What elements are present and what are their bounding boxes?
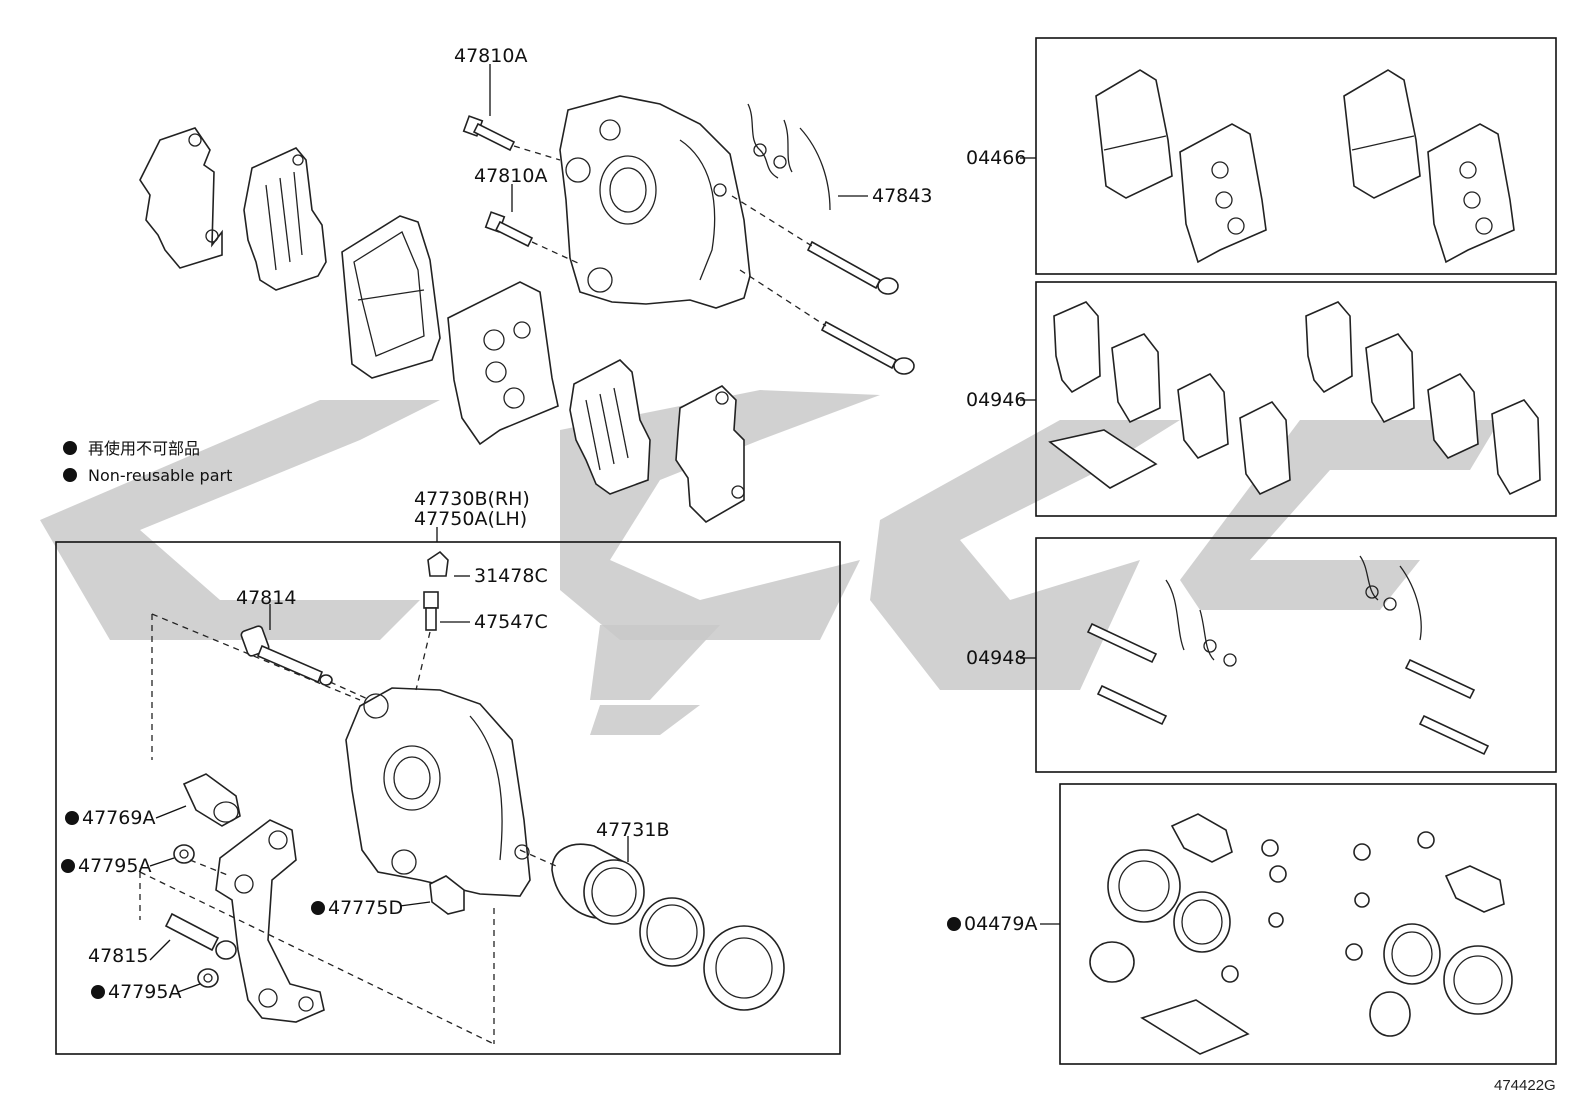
diagram-code: 474422G	[1494, 1077, 1556, 1094]
label-kit-04466: 04466	[966, 147, 1026, 169]
kit-04946-shims	[1048, 301, 1541, 496]
mounting-bracket	[215, 819, 325, 1023]
bullet-icon	[947, 917, 961, 931]
kit-04466-pads	[1095, 69, 1515, 264]
bolt-47810A-top	[462, 115, 516, 152]
label-47843: 47843	[872, 185, 932, 207]
bullet-icon	[311, 901, 325, 915]
bushing-47775D	[429, 875, 465, 915]
bleeder-cap-31478C	[427, 550, 449, 577]
label-47769A: 47769A	[82, 807, 155, 829]
callout-leaders	[149, 64, 1060, 993]
label-47750A: 47750A(LH)	[414, 508, 527, 530]
guide-pin-47815	[164, 912, 237, 960]
bullet-icon	[63, 441, 77, 455]
bolt-47810A-mid	[484, 211, 534, 248]
label-47731B: 47731B	[596, 819, 669, 841]
legend-en: Non-reusable part	[88, 466, 232, 485]
kit-04479A-seals	[1089, 813, 1513, 1055]
piston-seal	[639, 897, 705, 967]
bushing-47795A-top	[173, 844, 195, 864]
guide-pin-47814	[240, 625, 333, 686]
kit-box-04466	[1035, 37, 1557, 275]
upper-caliper-body	[559, 95, 751, 309]
bullet-icon	[61, 859, 75, 873]
label-47795A-bottom: 47795A	[108, 981, 181, 1003]
upper-pad-inner	[447, 281, 559, 446]
mid-shim-slotted	[569, 359, 651, 495]
legend-jp: 再使用不可部品	[88, 439, 200, 458]
boot-47769A	[182, 773, 241, 827]
bullet-icon	[63, 468, 77, 482]
legend: 再使用不可部品 Non-reusable part	[63, 439, 232, 485]
label-47810A-mid: 47810A	[474, 165, 547, 187]
pin-upper	[806, 240, 899, 295]
label-47795A-top: 47795A	[78, 855, 151, 877]
kit-box-04948	[1035, 537, 1557, 773]
kit-box-04479A	[1059, 783, 1557, 1065]
upper-shim-slotted	[243, 147, 327, 291]
label-47547C: 47547C	[474, 611, 548, 633]
label-47814: 47814	[236, 587, 296, 609]
piston-47731B	[551, 843, 645, 925]
label-47815: 47815	[88, 945, 148, 967]
kit-04948-pins	[1086, 555, 1490, 756]
label-kit-04946: 04946	[966, 389, 1026, 411]
label-47810A-top: 47810A	[454, 45, 527, 67]
bullet-icon	[65, 811, 79, 825]
spring-clip-47843	[747, 103, 831, 211]
pin-lower	[820, 320, 915, 375]
caliper-assembly-box	[55, 541, 841, 1055]
mid-shim-plain	[675, 385, 745, 524]
upper-shim-left	[139, 127, 223, 269]
dust-boot	[703, 925, 785, 1011]
label-kit-04948: 04948	[966, 647, 1026, 669]
label-kit-04479A: 04479A	[964, 913, 1037, 935]
label-47730B: 47730B(RH)	[414, 488, 530, 510]
bushing-47795A-bottom	[197, 968, 219, 988]
bleeder-screw-47547C	[423, 591, 439, 631]
label-31478C: 31478C	[474, 565, 548, 587]
lower-caliper-body	[345, 687, 531, 897]
bullet-icon	[91, 985, 105, 999]
upper-pad-outer	[341, 215, 441, 379]
kit-box-04946	[1035, 281, 1557, 517]
label-47775D: 47775D	[328, 897, 403, 919]
